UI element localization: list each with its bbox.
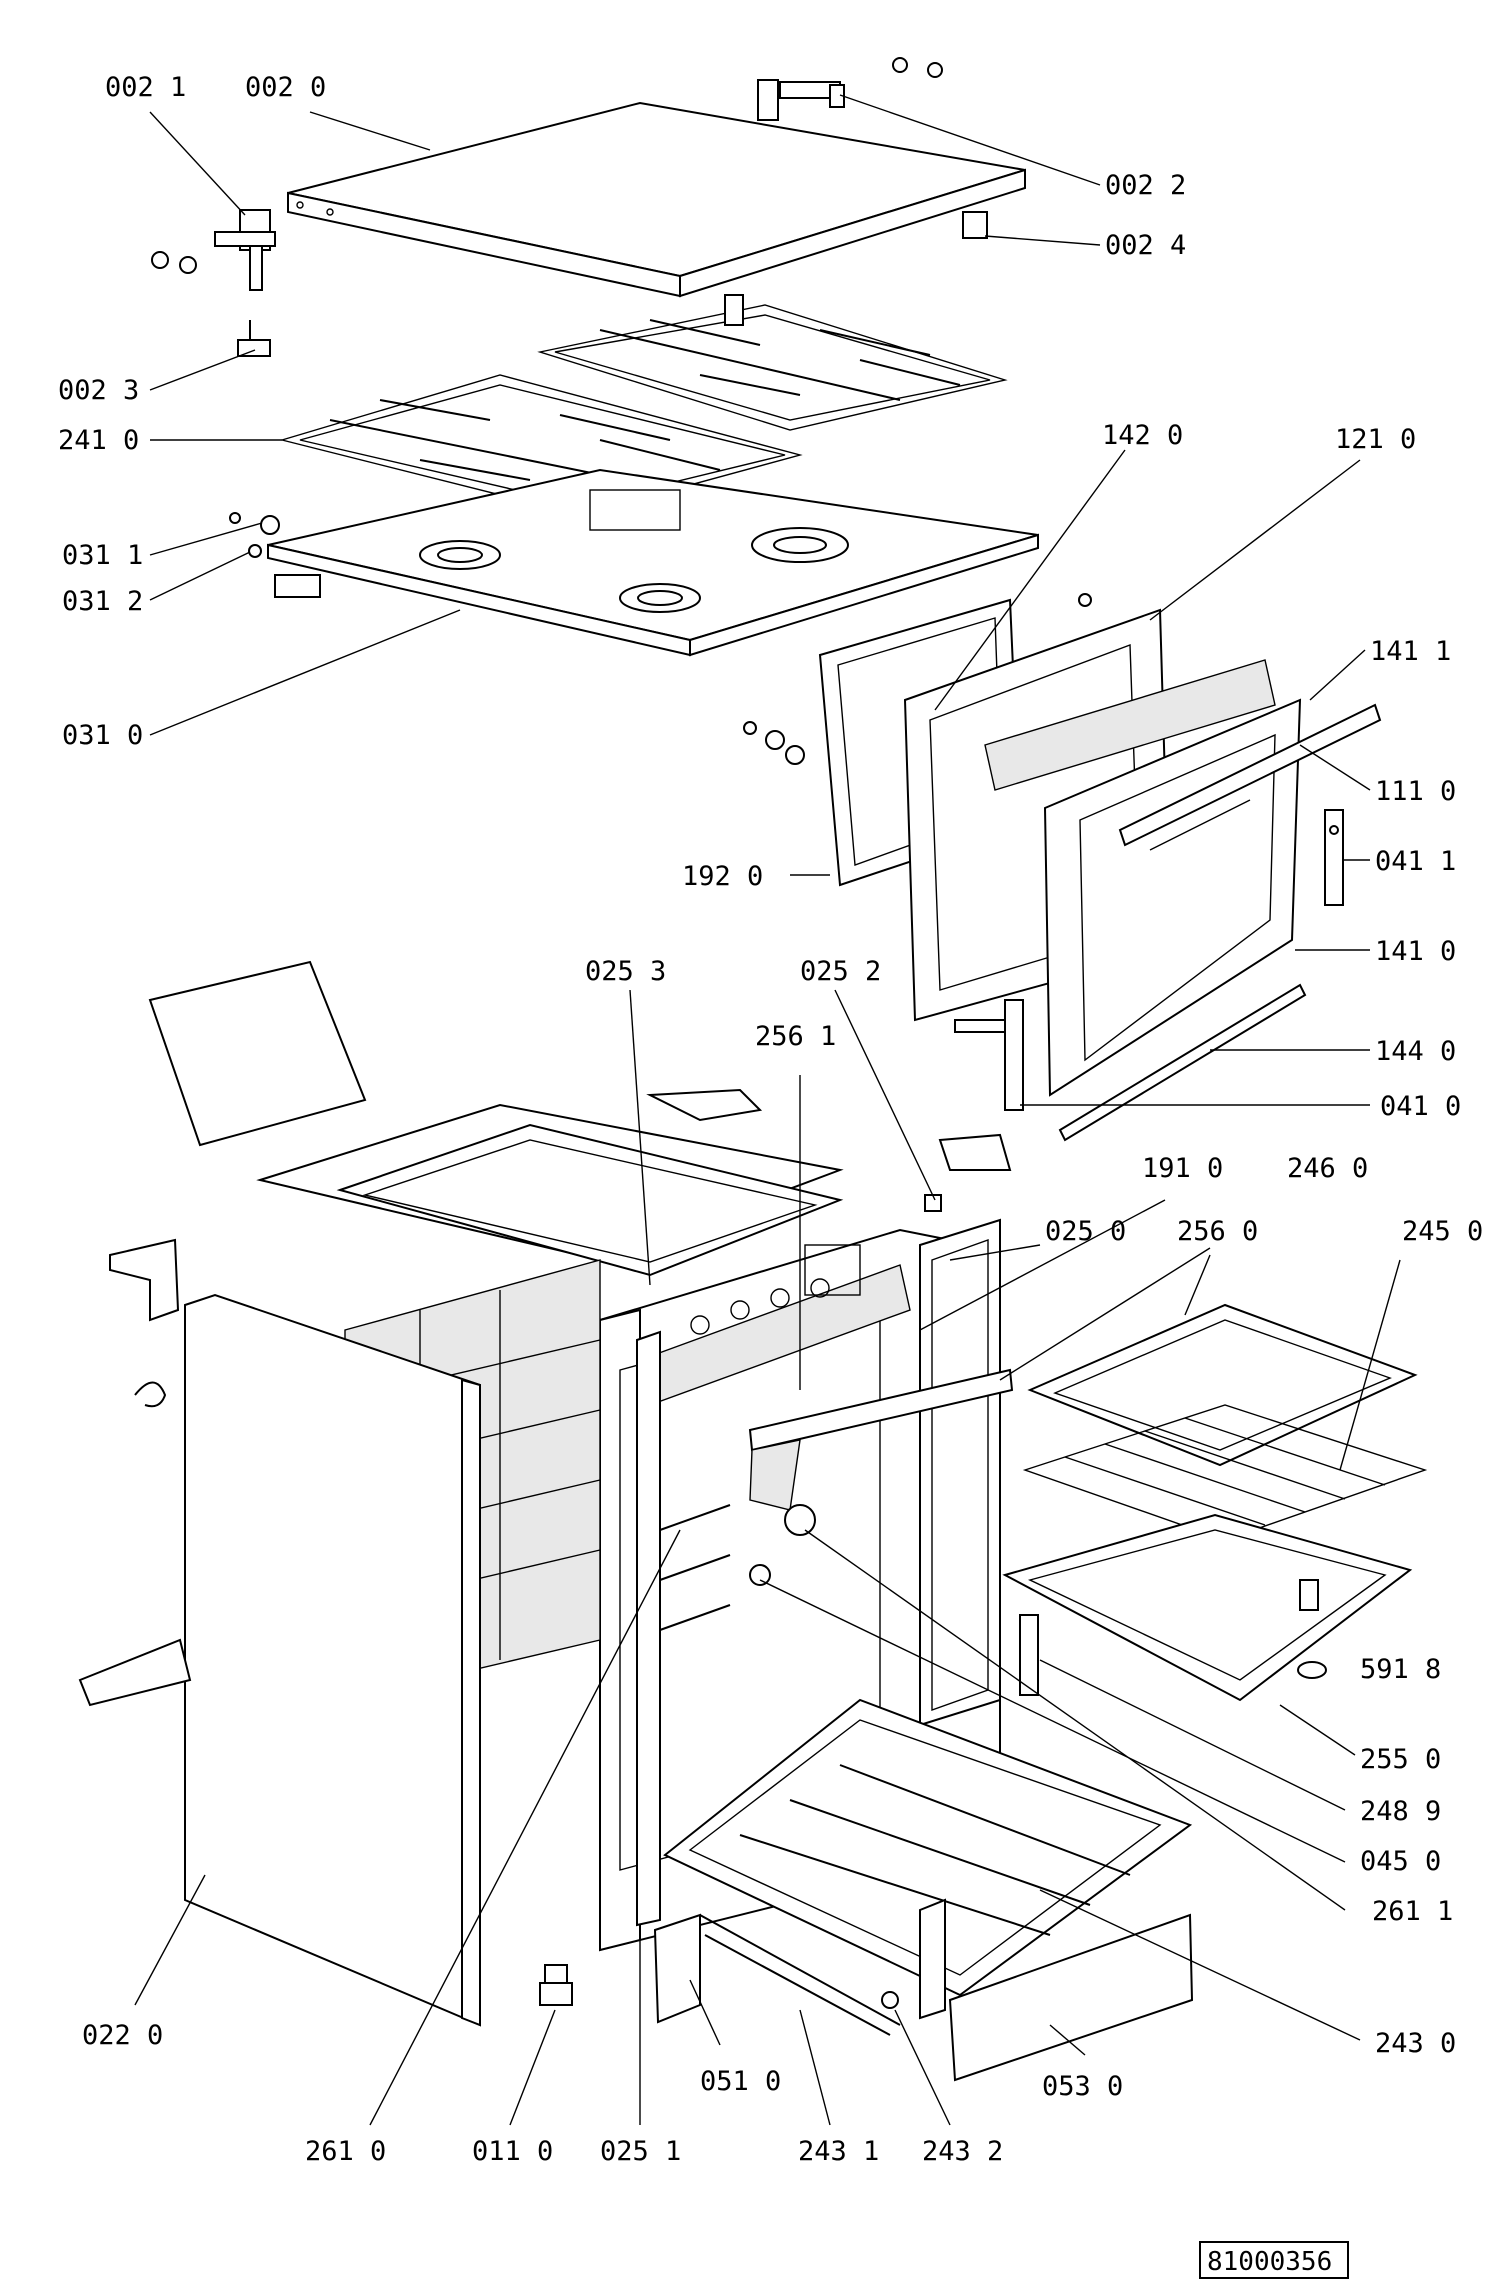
label-121-0: 121 0 [1335,424,1416,455]
label-045-0: 045 0 [1360,1846,1441,1877]
label-053-0: 053 0 [1042,2071,1123,2102]
label-248-9: 248 9 [1360,1796,1441,1827]
label-025-2: 025 2 [800,956,881,987]
part-labels: 002 1 002 0 002 2 002 4 002 3 241 0 031 … [58,72,1483,2167]
label-243-2: 243 2 [922,2136,1003,2167]
hob-fixing-parts [229,512,280,558]
label-031-0: 031 0 [62,720,143,751]
pan-support-back [537,294,1008,431]
door-washers [743,593,1092,765]
label-245-0: 245 0 [1402,1216,1483,1247]
label-041-1: 041 1 [1375,846,1456,877]
label-256-0: 256 0 [1177,1216,1258,1247]
drawing-number: 81000356 [1207,2247,1332,2277]
label-002-0: 002 0 [245,72,326,103]
label-031-2: 031 2 [62,586,143,617]
label-261-0: 261 0 [305,2136,386,2167]
label-255-0: 255 0 [1360,1744,1441,1775]
label-243-1: 243 1 [798,2136,879,2167]
label-191-0: 191 0 [1142,1153,1223,1184]
oven-lamp [749,1504,816,1586]
label-256-1: 256 1 [755,1021,836,1052]
label-591-8: 591 8 [1360,1654,1441,1685]
lid-clip [237,320,271,357]
drawer-roller [881,1991,899,2009]
grommet [1297,1661,1327,1679]
label-022-0: 022 0 [82,2020,163,2051]
label-246-0: 246 0 [1287,1153,1368,1184]
door-hinge-right [1324,809,1344,906]
drawing-number-box: 81000356 [1199,2241,1349,2279]
outer-door-glass [1043,698,1382,1097]
label-041-0: 041 0 [1380,1091,1461,1122]
label-142-0: 142 0 [1102,420,1183,451]
label-051-0: 051 0 [700,2066,781,2097]
label-141-1: 141 1 [1370,636,1451,667]
oven-cavity-rails [659,1504,731,1631]
drip-pan [1002,1513,1413,1702]
label-243-0: 243 0 [1375,2028,1456,2059]
top-cover-lid [287,101,1026,298]
label-002-4: 002 4 [1105,230,1186,261]
label-144-0: 144 0 [1375,1036,1456,1067]
label-025-3: 025 3 [585,956,666,987]
lid-hinge-left [151,209,276,291]
label-011-0: 011 0 [472,2136,553,2167]
label-111-0: 111 0 [1375,776,1456,807]
oven-shelf-rack [1022,1404,1428,1541]
door-vent-strip [1058,983,1307,1142]
label-002-3: 002 3 [58,375,139,406]
label-141-0: 141 0 [1375,936,1456,967]
label-261-1: 261 1 [1372,1896,1453,1927]
lid-hinge-right [757,57,943,121]
plinth-panel [653,1913,701,2024]
top-brackets [646,1088,1012,1212]
label-002-2: 002 2 [1105,170,1186,201]
grill-element [748,1368,1014,1511]
door-hinge-left [954,999,1024,1111]
label-241-0: 241 0 [58,425,139,456]
front-frame-column [636,1218,1001,1927]
side-panel [184,1293,481,2027]
side-bracket-left [78,1238,192,1707]
label-192-0: 192 0 [682,861,763,892]
lid-stop [962,211,988,239]
label-025-1: 025 1 [600,2136,681,2167]
hob-top [267,468,1039,657]
baking-tray [1027,1303,1418,1467]
drawer-runner [699,1914,901,2036]
leader-lines [134,94,1401,2126]
label-025-0: 025 0 [1045,1216,1126,1247]
adjustable-foot [539,1964,573,2006]
label-031-1: 031 1 [62,540,143,571]
label-002-1: 002 1 [105,72,186,103]
rail-clip [1019,1614,1039,1696]
storage-drawer [663,1698,1194,2082]
cabinet-top-frame [336,1123,844,1277]
